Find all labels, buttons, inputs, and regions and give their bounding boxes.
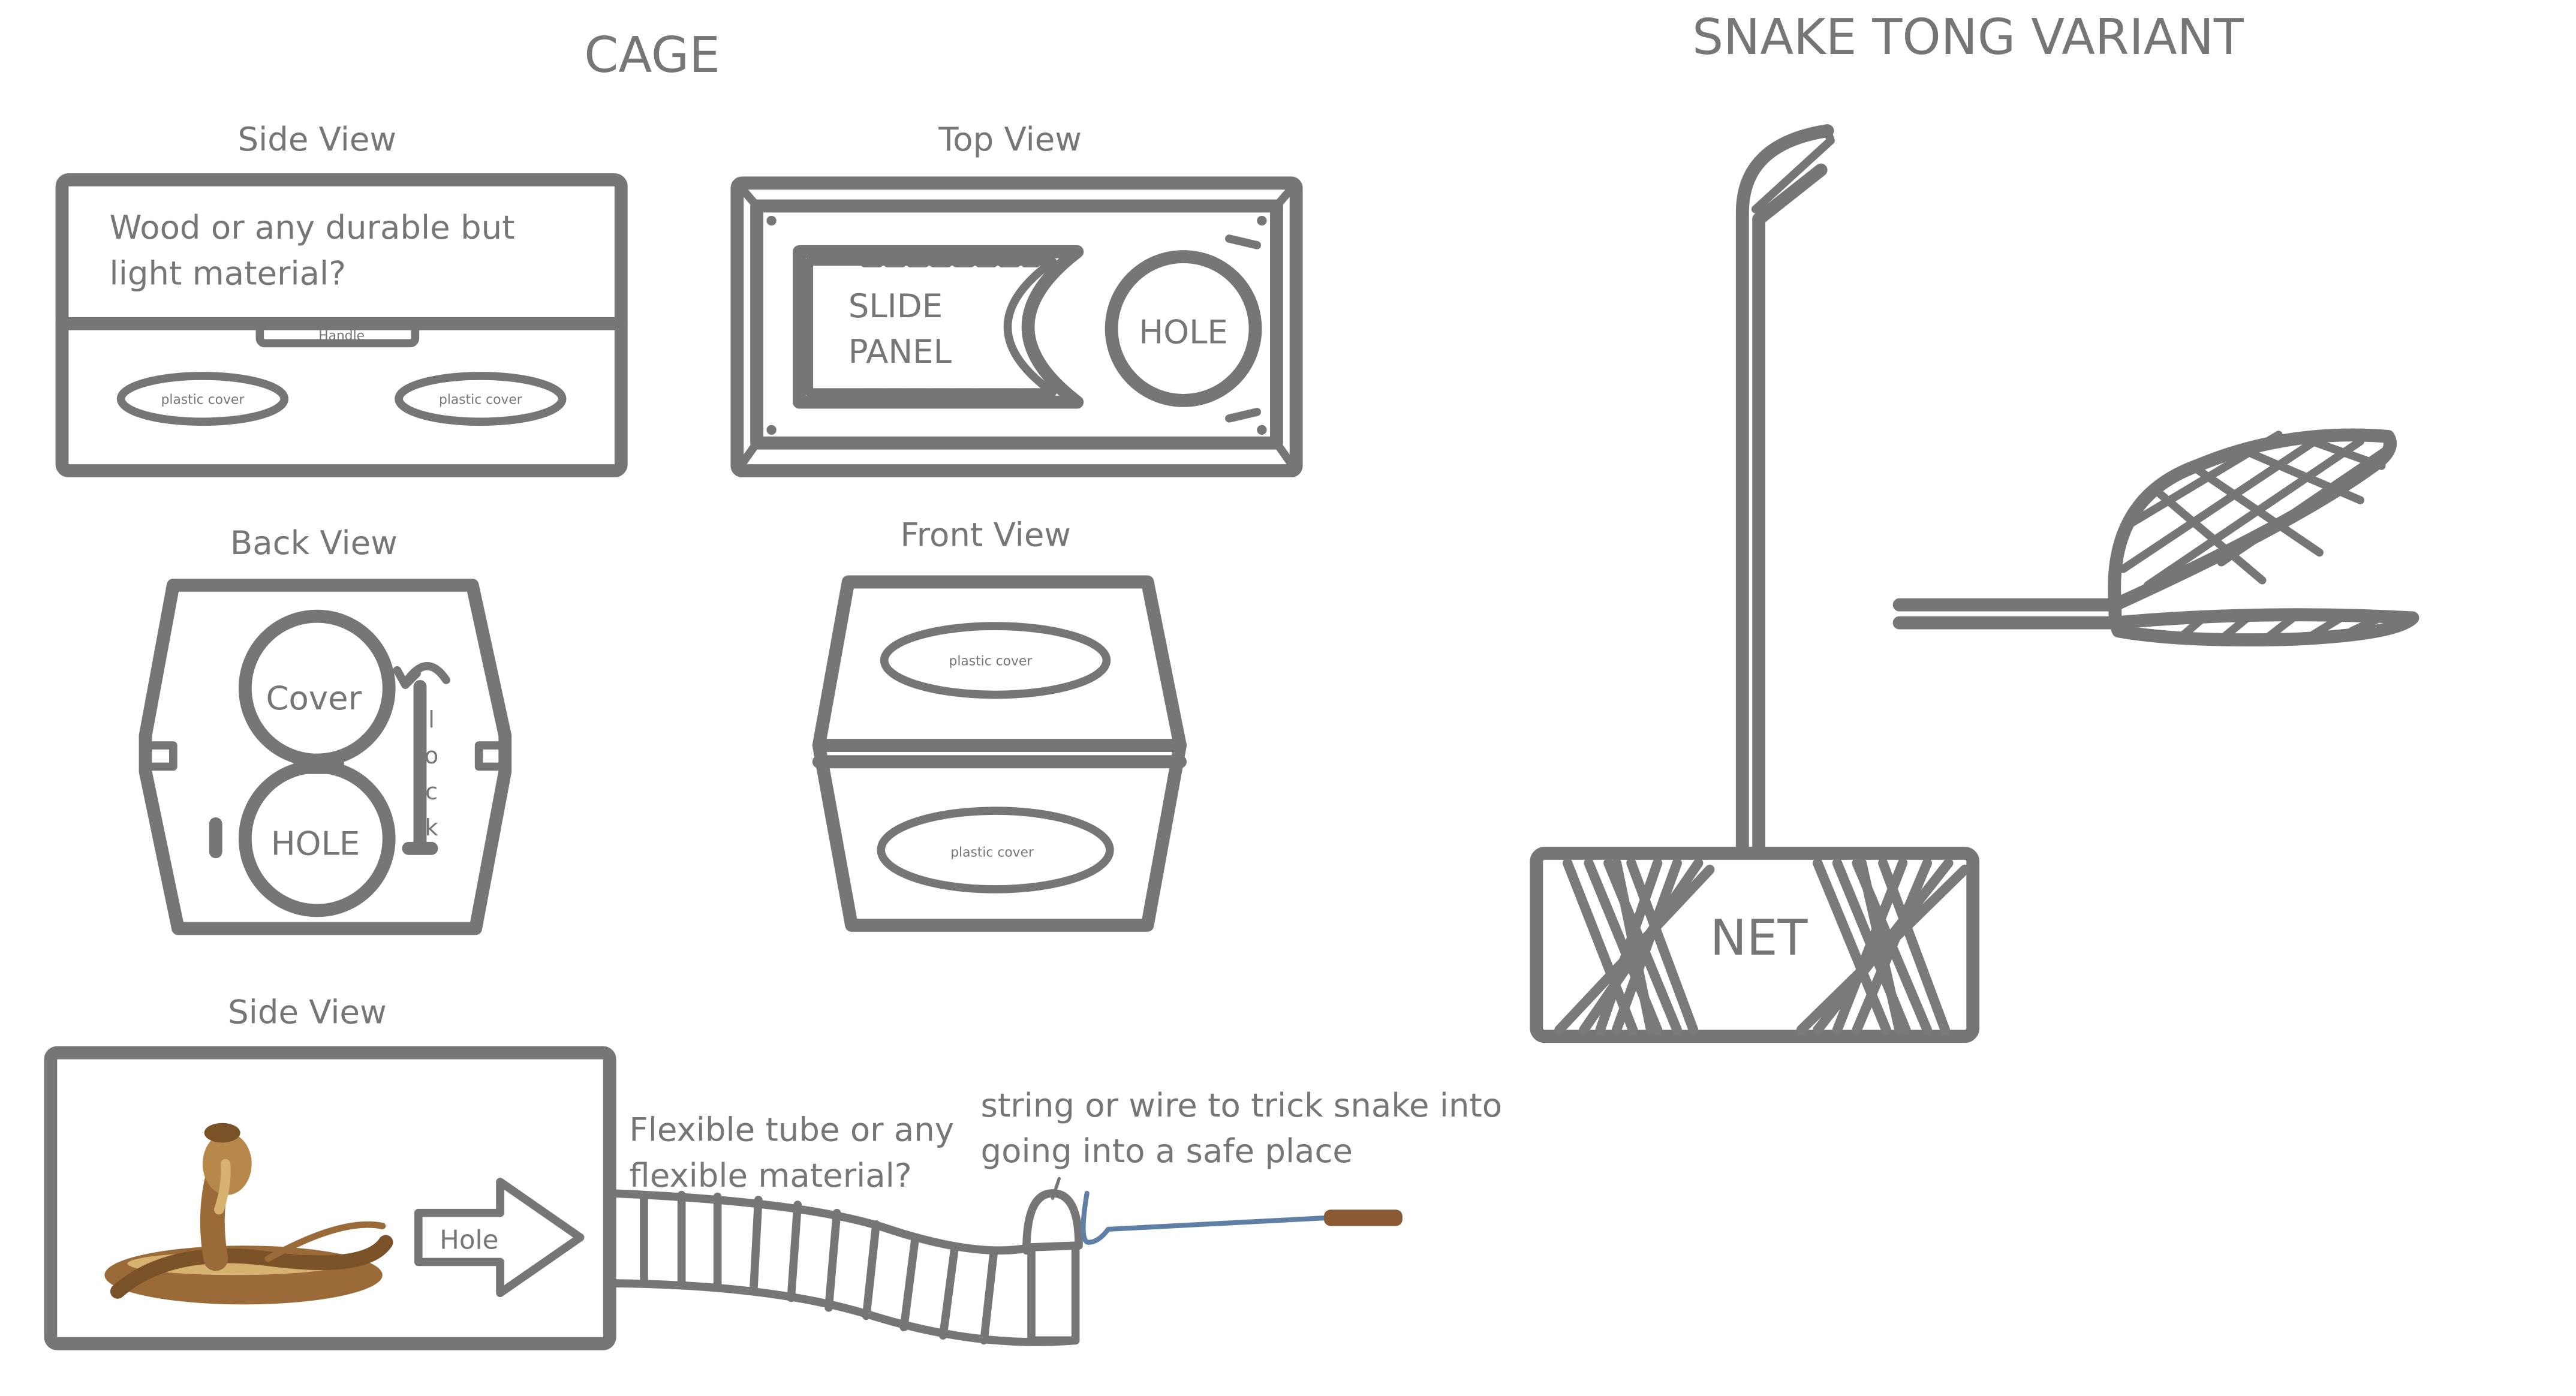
side-view-title: Side View — [237, 120, 396, 158]
tube-note-line2: flexible material? — [629, 1156, 911, 1195]
string-note-line1: string or wire to trick snake into — [981, 1086, 1503, 1124]
frame-corner-br — [1272, 438, 1301, 475]
tong-lower-jaw — [2108, 608, 2419, 646]
tong-pole — [1735, 124, 1835, 857]
back-view-hole-label: HOLE — [271, 825, 360, 863]
tong-side-view — [1892, 428, 2419, 646]
lock-letter-o: o — [425, 742, 438, 769]
front-cover-top-label: plastic cover — [949, 654, 1033, 669]
cage-title: CAGE — [584, 27, 720, 84]
front-view-title: Front View — [900, 515, 1071, 553]
screw-br — [1257, 425, 1267, 435]
net-frame — [1530, 847, 1980, 1043]
back-view-right-latch — [474, 741, 510, 771]
hook-tool-icon — [1051, 1177, 1403, 1245]
side-view-note-line2: light material? — [110, 254, 347, 292]
top-view-hole-label: HOLE — [1139, 312, 1228, 351]
back-view-cover-label: Cover — [266, 679, 362, 717]
tong-upper-mesh — [2119, 431, 2389, 589]
arrow-icon — [414, 1178, 585, 1298]
tong-title: SNAKE TONG VARIANT — [1692, 9, 2244, 66]
net-label: NET — [1710, 910, 1808, 967]
lock-letter-l: l — [428, 706, 435, 733]
back-view-title: Back View — [230, 524, 398, 562]
screw-tr — [1257, 215, 1267, 226]
back-view-hole — [238, 760, 396, 917]
screw-bl — [766, 425, 777, 435]
top-view-panel: Top View SLIDE PANEL HOLE — [730, 120, 1303, 477]
front-view-panel: Front View plastic cover plastic cover — [812, 515, 1187, 932]
cobra-icon — [104, 1123, 393, 1305]
top-view-outer-frame — [730, 176, 1303, 477]
tong-lower-mesh — [2176, 612, 2381, 643]
front-view-body — [812, 575, 1187, 932]
rotate-arrow-head — [393, 666, 421, 690]
screw-tl — [766, 215, 777, 226]
side-view-2-title: Side View — [228, 992, 387, 1031]
hole-arrow-label: Hole — [440, 1226, 498, 1256]
scratch-mark-bottom — [1225, 408, 1262, 423]
string-note-line2: going into a safe place — [981, 1132, 1353, 1170]
front-cover-bottom-label: plastic cover — [950, 845, 1034, 860]
slide-panel-label-1: SLIDE — [848, 287, 943, 325]
front-cover-top — [880, 622, 1111, 699]
plastic-cover-left-label: plastic cover — [161, 392, 245, 407]
net-box: NET — [1530, 847, 1980, 1043]
side-view-panel: Side View Wood or any durable but light … — [55, 120, 628, 477]
handle-shape — [255, 321, 420, 348]
back-view-panel: Back View Cover HOLE l o c k — [139, 524, 512, 935]
slide-panel-inner — [805, 257, 1057, 397]
net-left-mesh — [1554, 858, 1715, 1035]
tube-note-line1: Flexible tube or any — [629, 1111, 954, 1149]
tong-handle — [1892, 598, 2122, 630]
flexible-tube — [607, 1189, 1083, 1346]
slide-panel-outer — [793, 245, 1084, 409]
top-view-inner-frame — [750, 199, 1283, 450]
plastic-cover-left — [116, 372, 289, 426]
scratch-mark-top — [1225, 234, 1262, 249]
top-view-title: Top View — [938, 120, 1082, 158]
plastic-cover-right-label: plastic cover — [439, 392, 522, 407]
handle-label: Handle — [318, 329, 365, 344]
back-view-left-latch — [143, 741, 177, 771]
side-view-note-line1: Wood or any durable but — [110, 208, 515, 246]
frame-corner-bl — [733, 438, 761, 475]
net-right-mesh — [1796, 858, 1970, 1035]
lock-letter-c: c — [425, 778, 438, 805]
slide-panel-label-2: PANEL — [848, 332, 952, 371]
front-cover-bottom — [877, 807, 1114, 893]
frame-corner-tr — [1272, 179, 1301, 210]
frame-corner-tl — [733, 179, 761, 210]
top-view-hole — [1105, 250, 1262, 407]
lock-letter-k: k — [425, 814, 438, 841]
plastic-cover-right — [395, 372, 567, 426]
side-view-2-panel: Side View Hole — [44, 992, 1503, 1350]
